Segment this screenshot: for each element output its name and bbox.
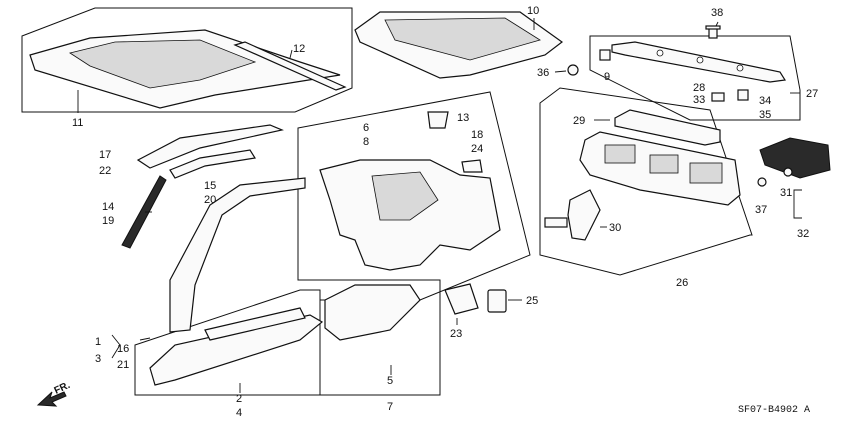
callout-11: 11 [72,117,83,129]
callout-22: 22 [99,165,111,177]
sill-frame [134,289,321,396]
callout-30: 30 [609,222,621,234]
callout-25: 25 [526,295,538,307]
rocker-inner-5 [324,284,421,341]
rear-panel-upper [614,109,721,146]
clip-13 [427,111,449,129]
roof-group [21,7,353,113]
front-direction-label: FR. [53,380,72,397]
callout-6: 6 [363,122,369,134]
front-direction-arrow: FR. [36,380,72,407]
fuel-lid-housing-23 [444,283,479,315]
diagram-code: SF07-B4902 A [738,405,810,416]
fuel-lid-25 [487,289,507,313]
nut-37 [757,177,767,187]
callout-38: 38 [711,7,723,19]
callout-27: 27 [806,88,818,100]
roof-panel-opening [69,39,257,89]
callout-10: 10 [527,5,539,17]
pillar-sill-group [111,124,324,396]
callout-29: 29 [573,115,585,127]
callout-19: 19 [102,215,114,227]
callout-18: 18 [471,129,483,141]
callout-28: 28 [693,82,705,94]
sill-reinforcement [204,307,306,341]
fuel-lid-group [444,283,522,325]
rear-panel-bracket-30 [567,189,601,241]
sunroof-panel-part [354,11,564,79]
callout-13: 13 [457,112,469,124]
callout-33: 33 [693,94,705,106]
sunroof-glass [384,17,541,61]
callout-2: 2 [236,393,242,405]
shelf-clip-9 [599,49,611,61]
callout-35: 35 [759,109,771,121]
callout-5: 5 [387,375,393,387]
callout-32: 32 [797,228,809,240]
callout-23: 23 [450,328,462,340]
callout-37: 37 [755,204,767,216]
fasteners-top [554,21,721,76]
shelf-clip-34 [737,89,749,101]
callout-15: 15 [204,180,216,192]
sill-panel [149,314,324,386]
callout-17: 17 [99,149,111,161]
callout-14: 14 [102,201,114,213]
roof-side-rail-15 [169,149,256,179]
rear-shelf-group [589,35,801,121]
roof-rail-trim [233,41,347,91]
nut-31 [783,167,793,177]
callout-31: 31 [780,187,792,199]
callout-20: 20 [204,194,216,206]
rear-panel-clip [544,217,568,228]
roof-side-rail-17 [136,124,284,169]
side-panel-group [297,91,531,396]
quarter-window-opening [371,171,439,221]
callout-7: 7 [387,401,393,413]
nut-36 [567,64,579,76]
clip-18 [461,159,483,173]
a-pillar-outer [169,177,306,333]
rear-shelf-frame [589,35,801,121]
callout-12: 12 [293,43,305,55]
callout-1: 1 [95,336,101,348]
callout-4: 4 [236,407,242,419]
rear-panel-frame [539,87,753,276]
shelf-clip-28 [711,92,725,102]
callout-9: 9 [604,71,610,83]
latch-bracket-32 [759,137,831,179]
callout-labels: 1 3 2 4 5 7 6 8 9 10 11 12 13 14 19 15 2… [72,5,818,419]
roof-group-frame [21,7,353,113]
rear-panel-group [539,87,831,276]
front-arrow-icon [36,391,67,407]
callout-26: 26 [676,277,688,289]
callout-21: 21 [117,359,129,371]
callout-36: 36 [537,67,549,79]
callout-16: 16 [117,343,129,355]
callout-24: 24 [471,143,483,155]
callout-34: 34 [759,95,771,107]
windshield-weatherstrip-14 [121,175,167,249]
callout-3: 3 [95,353,101,365]
callout-8: 8 [363,136,369,148]
